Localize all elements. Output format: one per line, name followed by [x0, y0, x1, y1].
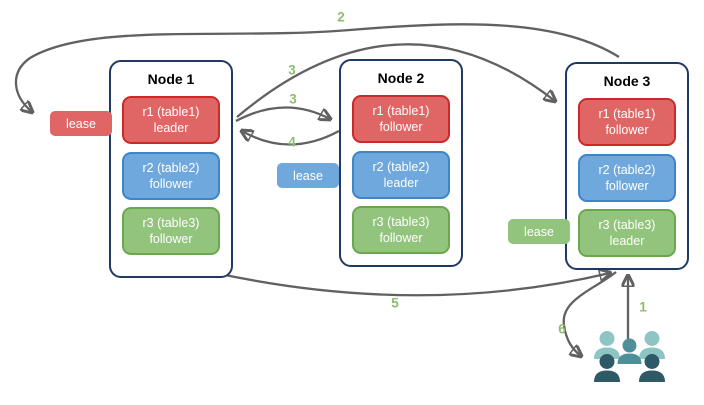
- replica-role: leader: [609, 234, 645, 248]
- node-2-title: Node 2: [377, 70, 425, 86]
- arrow-3-node1-to-node2: [235, 106, 330, 123]
- step-label-3a: 3: [288, 62, 296, 78]
- node3-replica-r3: r3 (table3) leader: [578, 209, 676, 257]
- step-label-6: 6: [558, 321, 566, 337]
- node-3: Node 3 r1 (table1) follower r2 (table2) …: [565, 62, 689, 270]
- node-3-title: Node 3: [603, 73, 651, 89]
- replica-range: r3 (table3): [142, 215, 200, 230]
- replica-range: r1 (table1): [142, 104, 200, 119]
- node-2: Node 2 r1 (table1) follower r2 (table2) …: [339, 59, 463, 267]
- node2-replica-r1: r1 (table1) follower: [352, 95, 450, 143]
- replica-range: r3 (table3): [598, 217, 656, 232]
- replica-range: r1 (table1): [598, 106, 656, 121]
- node-1: Node 1 r1 (table1) leader r2 (table2) fo…: [109, 60, 233, 278]
- step-label-1: 1: [639, 299, 647, 315]
- replica-role: follower: [379, 231, 423, 245]
- replica-range: r2 (table2): [372, 159, 430, 174]
- lease-tag-green: lease: [508, 219, 570, 244]
- arrow-5-node1-to-node3: [210, 272, 610, 297]
- replica-range: r1 (table1): [372, 103, 430, 118]
- replica-role: follower: [149, 177, 193, 191]
- step-label-4: 4: [288, 134, 296, 150]
- replica-range: r2 (table2): [598, 162, 656, 177]
- node-1-title: Node 1: [147, 71, 195, 87]
- node2-replica-r3: r3 (table3) follower: [352, 206, 450, 254]
- replica-role: follower: [605, 179, 649, 193]
- replica-role: leader: [383, 176, 419, 190]
- step-label-5: 5: [391, 295, 399, 311]
- step-label-2: 2: [337, 9, 345, 25]
- lease-tag-red: lease: [50, 111, 112, 136]
- node2-replica-r2: r2 (table2) leader: [352, 151, 450, 199]
- lease-tag-blue: lease: [277, 163, 339, 188]
- step-label-3b: 3: [289, 91, 297, 107]
- replica-role: leader: [153, 121, 189, 135]
- node3-replica-r2: r2 (table2) follower: [578, 154, 676, 202]
- replica-role: follower: [379, 120, 423, 134]
- arrow-2-node3-to-lease-red: [14, 23, 620, 112]
- replica-role: follower: [605, 123, 649, 137]
- replica-role: follower: [149, 232, 193, 246]
- node1-replica-r1: r1 (table1) leader: [122, 96, 220, 144]
- users-group-icon: [594, 331, 665, 382]
- node1-replica-r3: r3 (table3) follower: [122, 207, 220, 255]
- node1-replica-r2: r2 (table2) follower: [122, 152, 220, 200]
- node3-replica-r1: r1 (table1) follower: [578, 98, 676, 146]
- replica-range: r2 (table2): [142, 160, 200, 175]
- replica-range: r3 (table3): [372, 214, 430, 229]
